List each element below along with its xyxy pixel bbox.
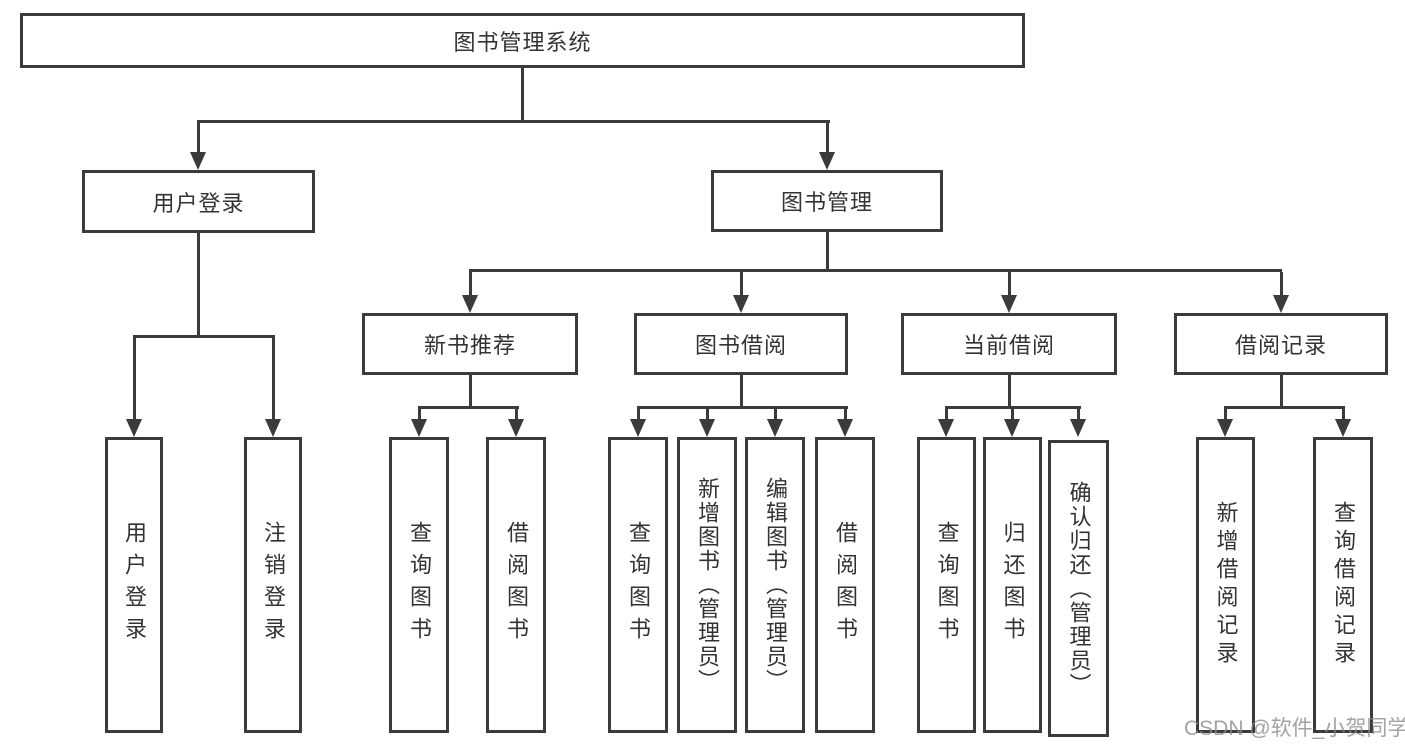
node-rec-borrow-book: 借阅图书 [486, 437, 546, 733]
edge-hline [1224, 406, 1345, 409]
node-br-query-record: 查询借阅记录 [1313, 437, 1373, 733]
node-bb-edit-book-label: 编辑图书（管理员） [763, 477, 788, 693]
node-bb-borrow-book: 借阅图书 [815, 437, 875, 733]
node-bb-edit-book: 编辑图书（管理员） [745, 437, 805, 733]
node-book-borrow-label: 图书借阅 [694, 333, 787, 358]
arrowhead-down-icon [126, 419, 142, 437]
edge-vline [844, 406, 847, 419]
node-new-book-rec: 新书推荐 [362, 313, 578, 375]
node-rec-borrow-book-label: 借阅图书 [504, 521, 529, 649]
node-bb-query-book-label: 查询图书 [626, 521, 651, 649]
edge-vline [1342, 406, 1345, 419]
node-book-mgmt-label: 图书管理 [780, 190, 873, 215]
arrowhead-down-icon [1070, 419, 1086, 437]
edge-vline [774, 406, 777, 419]
edge-vline [1280, 272, 1283, 295]
node-cb-return-book-label: 归还图书 [1000, 521, 1026, 649]
node-new-book-rec-label: 新书推荐 [423, 333, 516, 358]
node-br-add-record-label: 新增借阅记录 [1213, 501, 1239, 669]
edge-vline [637, 406, 640, 419]
edge-hline [133, 335, 275, 338]
edge-vline [1008, 375, 1011, 409]
arrowhead-down-icon [819, 152, 835, 170]
arrowhead-down-icon [733, 295, 749, 313]
edge-vline [469, 375, 472, 409]
node-borrow-record: 借阅记录 [1174, 313, 1388, 375]
node-br-add-record: 新增借阅记录 [1196, 437, 1255, 733]
node-logout-leaf: 注销登录 [244, 437, 302, 733]
edge-vline [826, 120, 829, 154]
edge-vline [521, 68, 524, 120]
edge-vline [945, 406, 948, 419]
edge-vline [469, 272, 472, 295]
arrowhead-down-icon [1217, 419, 1233, 437]
node-logout-leaf-label: 注销登录 [261, 521, 286, 649]
node-user-login-label: 用户登录 [152, 190, 245, 216]
edge-hline [418, 406, 519, 409]
arrowhead-down-icon [508, 419, 524, 437]
edge-vline [515, 406, 518, 419]
edge-vline [133, 335, 136, 419]
csdn-watermark: CSDN @软件_小贺同学 [1184, 717, 1405, 740]
node-root-label: 图书管理系统 [453, 29, 592, 55]
node-user-login-leaf: 用户登录 [105, 437, 163, 733]
edge-vline [706, 406, 709, 419]
edge-vline [1077, 406, 1080, 419]
node-cb-query-book-label: 查询图书 [934, 521, 960, 649]
node-rec-query-book: 查询图书 [389, 437, 449, 733]
node-book-borrow: 图书借阅 [634, 313, 848, 375]
node-cb-return-book: 归还图书 [983, 437, 1042, 733]
arrowhead-down-icon [1001, 295, 1017, 313]
arrowhead-down-icon [1004, 419, 1020, 437]
node-user-login-leaf-label: 用户登录 [122, 521, 147, 649]
node-cb-query-book: 查询图书 [917, 437, 976, 733]
node-book-mgmt: 图书管理 [711, 170, 943, 232]
arrowhead-down-icon [265, 419, 281, 437]
edge-vline [740, 375, 743, 409]
edge-hline [197, 120, 830, 123]
node-user-login: 用户登录 [82, 170, 315, 233]
arrowhead-down-icon [699, 419, 715, 437]
node-cb-confirm-return: 确认归还（管理员） [1048, 440, 1109, 737]
edge-vline [272, 335, 275, 419]
node-bb-borrow-book-label: 借阅图书 [833, 521, 858, 649]
node-bb-query-book: 查询图书 [608, 437, 668, 733]
edge-hline [469, 269, 1282, 272]
arrowhead-down-icon [767, 419, 783, 437]
node-borrow-record-label: 借阅记录 [1234, 333, 1327, 358]
arrowhead-down-icon [462, 295, 478, 313]
edge-vline [418, 406, 421, 419]
arrowhead-down-icon [411, 419, 427, 437]
arrowhead-down-icon [1335, 419, 1351, 437]
edge-vline [1008, 272, 1011, 295]
arrowhead-down-icon [837, 419, 853, 437]
arrowhead-down-icon [190, 152, 206, 170]
edge-vline [197, 233, 200, 335]
node-br-query-record-label: 查询借阅记录 [1331, 501, 1356, 669]
edge-hline [637, 406, 848, 409]
node-bb-add-book-label: 新增图书（管理员） [695, 477, 720, 693]
node-rec-query-book-label: 查询图书 [407, 521, 432, 649]
node-bb-add-book: 新增图书（管理员） [677, 437, 737, 733]
node-root: 图书管理系统 [20, 13, 1025, 68]
arrowhead-down-icon [938, 419, 954, 437]
edge-vline [1224, 406, 1227, 419]
node-current-borrow-label: 当前借阅 [962, 333, 1055, 358]
node-cb-confirm-return-label: 确认归还（管理员） [1066, 480, 1092, 697]
edge-vline [1280, 375, 1283, 409]
edge-vline [826, 232, 829, 272]
edge-vline [740, 272, 743, 295]
node-current-borrow: 当前借阅 [901, 313, 1117, 375]
edge-vline [1011, 406, 1014, 419]
arrowhead-down-icon [1273, 295, 1289, 313]
edge-vline [197, 120, 200, 154]
arrowhead-down-icon [630, 419, 646, 437]
